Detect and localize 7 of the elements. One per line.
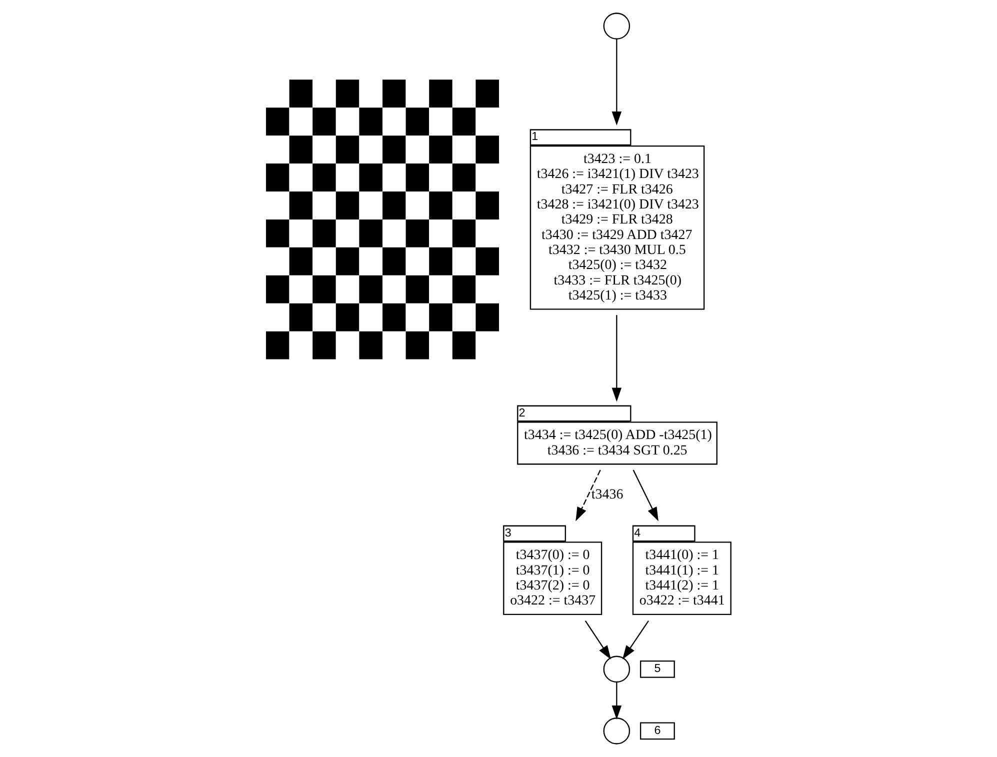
- edge-label: t3436: [590, 488, 623, 503]
- node-label: 6: [654, 724, 660, 737]
- node-label: 5: [654, 662, 660, 676]
- node-label: 4: [634, 526, 640, 540]
- node-label: 2: [518, 406, 525, 420]
- node-label: 1: [531, 130, 538, 144]
- node-label: 3: [504, 526, 511, 540]
